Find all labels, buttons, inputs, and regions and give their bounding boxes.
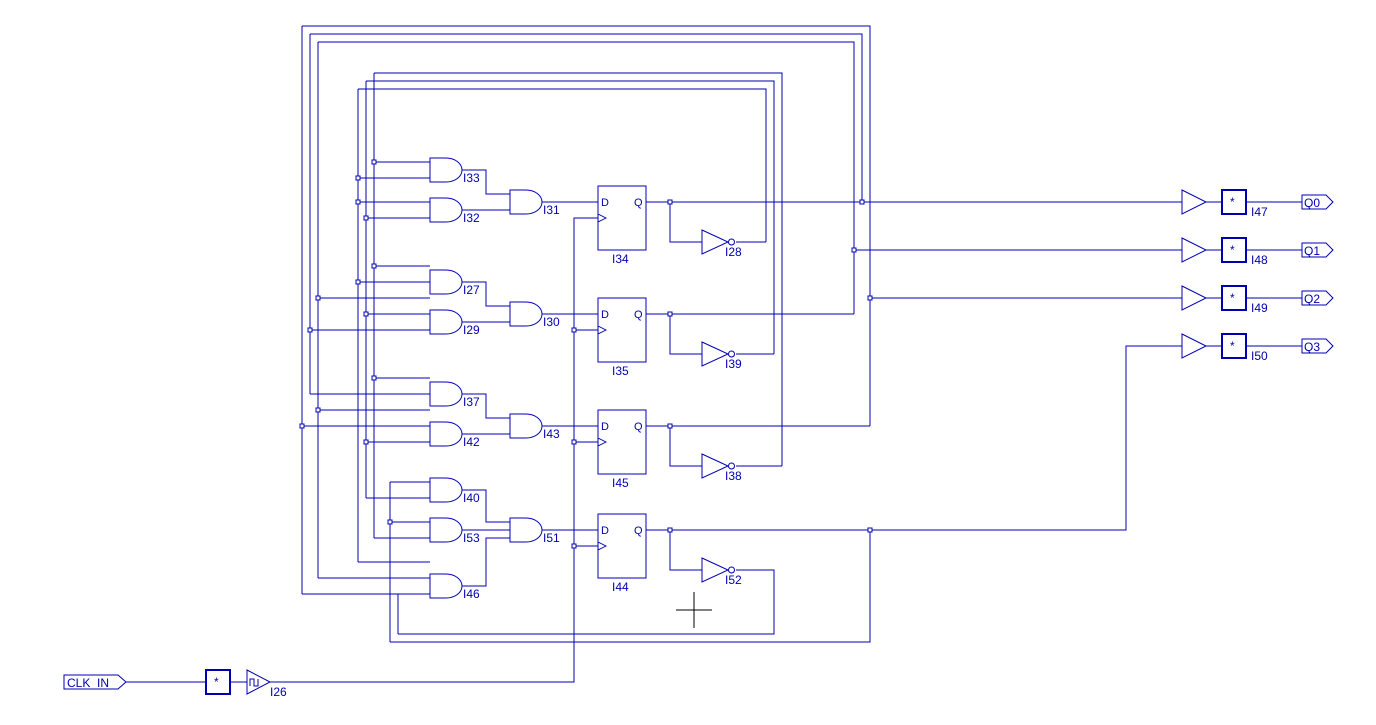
and-gate-i29[interactable]: I29 — [429, 309, 480, 337]
and-gate-i51[interactable]: I51 — [509, 517, 560, 545]
and-gate-i53[interactable]: I53 — [429, 517, 480, 545]
pin-q-label: Q — [634, 309, 643, 321]
wires — [126, 25, 1302, 683]
buffer-mark: * — [1230, 291, 1235, 305]
clock-input-buffer[interactable]: * — [205, 669, 231, 695]
output-port-q1[interactable]: Q1 — [1301, 242, 1334, 258]
buffer-mark: * — [1230, 243, 1235, 257]
instance-label-i40: I40 — [463, 491, 480, 505]
output-buffer-i47[interactable]: * I47 — [1181, 189, 1268, 219]
output-buffer-i48[interactable]: * I48 — [1181, 237, 1268, 267]
instance-label-i51: I51 — [543, 531, 560, 545]
inverter-i28[interactable]: I28 — [701, 229, 742, 259]
output-buffer-i49[interactable]: * I49 — [1181, 285, 1268, 315]
clock-pulse-icon — [249, 678, 259, 687]
input-port-clk-in[interactable]: CLK_IN — [63, 674, 127, 690]
pin-d-label: D — [601, 421, 609, 433]
instance-label-i31: I31 — [543, 203, 560, 217]
instance-label-i30: I30 — [543, 315, 560, 329]
instance-label-i45: I45 — [612, 476, 629, 490]
instance-label-i42: I42 — [463, 435, 480, 449]
buffer-mark: * — [1230, 339, 1235, 353]
and-gate-i37[interactable]: I37 — [429, 381, 480, 409]
instance-label-i32: I32 — [463, 211, 480, 225]
pin-d-label: D — [601, 525, 609, 537]
port-label-clk-in: CLK_IN — [67, 676, 109, 690]
and-gate-i33[interactable]: I33 — [429, 157, 480, 185]
and-gate-i31[interactable]: I31 — [509, 189, 560, 217]
instance-label-i39: I39 — [725, 357, 742, 371]
and-gate-i32[interactable]: I32 — [429, 197, 480, 225]
inverter-i39[interactable]: I39 — [701, 341, 742, 371]
instance-label-i33: I33 — [463, 171, 480, 185]
and-gate-i30[interactable]: I30 — [509, 301, 560, 329]
instance-label-i38: I38 — [725, 469, 742, 483]
instance-label-i52: I52 — [725, 573, 742, 587]
and-gate-i27[interactable]: I27 — [429, 269, 480, 297]
flip-flop-i44[interactable]: D Q I44 — [597, 513, 647, 594]
output-buffer-i50[interactable]: * I50 — [1181, 333, 1268, 363]
and-gate-i42[interactable]: I42 — [429, 421, 480, 449]
pin-q-label: Q — [634, 197, 643, 209]
flip-flop-i35[interactable]: D Q I35 — [597, 297, 647, 378]
instance-label-i34: I34 — [612, 252, 629, 266]
pin-q-label: Q — [634, 525, 643, 537]
and-gate-i40[interactable]: I40 — [429, 477, 480, 505]
instance-label-i43: I43 — [543, 427, 560, 441]
instance-label-i44: I44 — [612, 580, 629, 594]
pin-q-label: Q — [634, 421, 643, 433]
flip-flop-i45[interactable]: D Q I45 — [597, 409, 647, 490]
instance-label-i28: I28 — [725, 245, 742, 259]
port-label-q0: Q0 — [1304, 196, 1320, 210]
buffer-mark: * — [214, 675, 219, 689]
inverter-i52[interactable]: I52 — [701, 557, 742, 587]
port-label-q3: Q3 — [1304, 340, 1320, 354]
output-port-q2[interactable]: Q2 — [1301, 290, 1334, 306]
clock-buffer-i26[interactable]: I26 — [246, 669, 287, 699]
crosshair-cursor-icon — [676, 592, 712, 628]
instance-label-i53: I53 — [463, 531, 480, 545]
pin-d-label: D — [601, 197, 609, 209]
junction-dots — [299, 159, 873, 549]
instance-label-i29: I29 — [463, 323, 480, 337]
inverter-i38[interactable]: I38 — [701, 453, 742, 483]
output-port-q0[interactable]: Q0 — [1301, 194, 1334, 210]
instance-label-i37: I37 — [463, 395, 480, 409]
instance-label-i50: I50 — [1251, 349, 1268, 363]
instance-label-i46: I46 — [463, 587, 480, 601]
instance-label-i48: I48 — [1251, 253, 1268, 267]
buffer-mark: * — [1230, 195, 1235, 209]
instance-label-i26: I26 — [270, 685, 287, 699]
and-gate-i43[interactable]: I43 — [509, 413, 560, 441]
instance-label-i35: I35 — [612, 364, 629, 378]
and-gate-i46[interactable]: I46 — [429, 573, 480, 601]
pin-d-label: D — [601, 309, 609, 321]
instance-label-i27: I27 — [463, 283, 480, 297]
flip-flop-i34[interactable]: D Q I34 — [597, 185, 647, 266]
instance-label-i47: I47 — [1251, 205, 1268, 219]
port-label-q1: Q1 — [1304, 244, 1320, 258]
port-label-q2: Q2 — [1304, 292, 1320, 306]
output-port-q3[interactable]: Q3 — [1301, 338, 1334, 354]
instance-label-i49: I49 — [1251, 301, 1268, 315]
